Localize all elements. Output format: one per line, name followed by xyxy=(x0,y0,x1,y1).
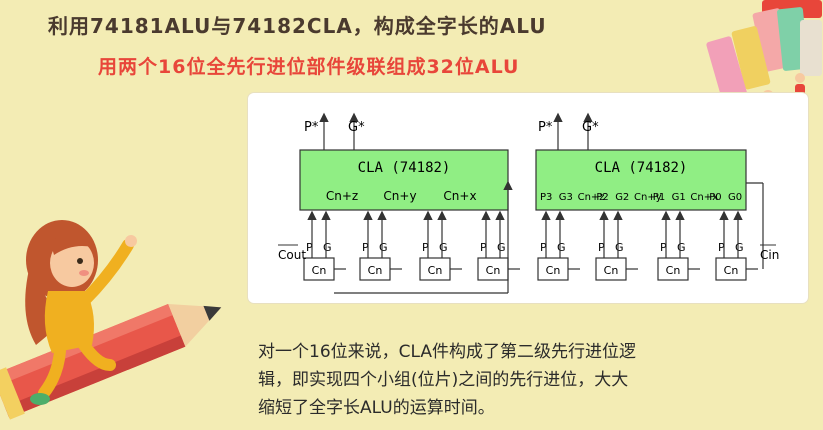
alu-p-label: P xyxy=(480,241,487,254)
left-cla-carry-z: Cn+z xyxy=(326,189,358,203)
right-cla-input-label: Cn+y xyxy=(634,192,662,203)
alu-cn-label: Cn xyxy=(486,264,501,277)
right-cla-input-label: P3 xyxy=(540,192,552,203)
right-cla-input-label: P0 xyxy=(709,192,721,203)
right-cla-input-label: G3 xyxy=(559,192,573,203)
right-cla-p-star: P* xyxy=(538,120,553,135)
alu-cn-label: Cn xyxy=(666,264,681,277)
right-cla-input-label: P1 xyxy=(653,192,665,203)
diagram-panel: CLA (74182) P* G* Cn+z Cn+y Cn+x CLA (74… xyxy=(248,93,808,303)
description-line: 辑，即实现四个小组(位片)之间的先行进位，大大 xyxy=(258,370,629,390)
alu-g-label: G xyxy=(557,241,566,254)
alu-g-label: G xyxy=(735,241,744,254)
book-icon xyxy=(706,36,749,106)
left-cla-group: CLA (74182) P* G* Cn+z Cn+y Cn+x xyxy=(299,112,509,211)
book-icon xyxy=(800,20,822,76)
alu-cn-label: Cn xyxy=(428,264,443,277)
right-cla-input-label: G1 xyxy=(672,192,686,203)
left-cla-carry-y: Cn+y xyxy=(383,189,416,203)
alu-g-label: G xyxy=(439,241,448,254)
page-title: 利用74181ALU与74182CLA，构成全字长的ALU xyxy=(48,14,547,38)
alu-g-label: G xyxy=(379,241,388,254)
alu-g-label: G xyxy=(677,241,686,254)
alu-p-label: P xyxy=(598,241,605,254)
alu-p-label: P xyxy=(306,241,313,254)
description-line: 缩短了全字长ALU的运算时间。 xyxy=(258,398,495,418)
left-cla-name: CLA (74182) xyxy=(358,160,451,176)
book-icon xyxy=(731,26,771,90)
alu-g-label: G xyxy=(323,241,332,254)
alu-cascade-diagram: CLA (74182) P* G* Cn+z Cn+y Cn+x CLA (74… xyxy=(278,112,779,294)
right-cla-input-label: G2 xyxy=(615,192,629,203)
alu-cn-label: Cn xyxy=(546,264,561,277)
right-cla-group: CLA (74182) P* G* P3 G3 Cn+zP2 G2 Cn+yP1 G1 Cn… xyxy=(535,112,747,211)
alu-p-label: P xyxy=(718,241,725,254)
left-cla-carry-x: Cn+x xyxy=(443,189,476,203)
alu-g-label: G xyxy=(615,241,624,254)
left-cla-box xyxy=(299,149,509,211)
right-cla-input-label: Cn+z xyxy=(578,192,605,203)
left-cla-p-star: P* xyxy=(304,120,319,135)
left-cla-g-star: G* xyxy=(348,120,365,135)
alu-p-label: P xyxy=(422,241,429,254)
description-text: 对一个16位来说，CLA件构成了第二级先行进位逻 辑，即实现四个小组(位片)之间… xyxy=(258,338,806,422)
alu-p-label: P xyxy=(660,241,667,254)
alu-p-label: P xyxy=(540,241,547,254)
right-cla-name: CLA (74182) xyxy=(595,160,688,176)
description-line: 对一个16位来说，CLA件构成了第二级先行进位逻 xyxy=(258,342,636,362)
alu-cn-label: Cn xyxy=(724,264,739,277)
alu-cn-label: Cn xyxy=(368,264,383,277)
right-cla-input-label: P2 xyxy=(596,192,608,203)
right-cla-box xyxy=(535,149,747,211)
girl-on-pencil-illustration xyxy=(0,220,222,420)
right-cla-input-label: Cn+x xyxy=(690,192,718,203)
page-subtitle: 用两个16位全先行进位部件级联组成32位ALU xyxy=(98,56,520,78)
cout-label: Cout xyxy=(278,248,306,262)
alu-cn-label: Cn xyxy=(312,264,327,277)
right-cla-input-label: G0 xyxy=(728,192,742,203)
cin-label: Cin xyxy=(760,248,779,262)
alu-cn-label: Cn xyxy=(604,264,619,277)
person-icon xyxy=(795,73,805,83)
alu-g-label: G xyxy=(497,241,506,254)
right-cla-g-star: G* xyxy=(582,120,599,135)
alu-p-label: P xyxy=(362,241,369,254)
